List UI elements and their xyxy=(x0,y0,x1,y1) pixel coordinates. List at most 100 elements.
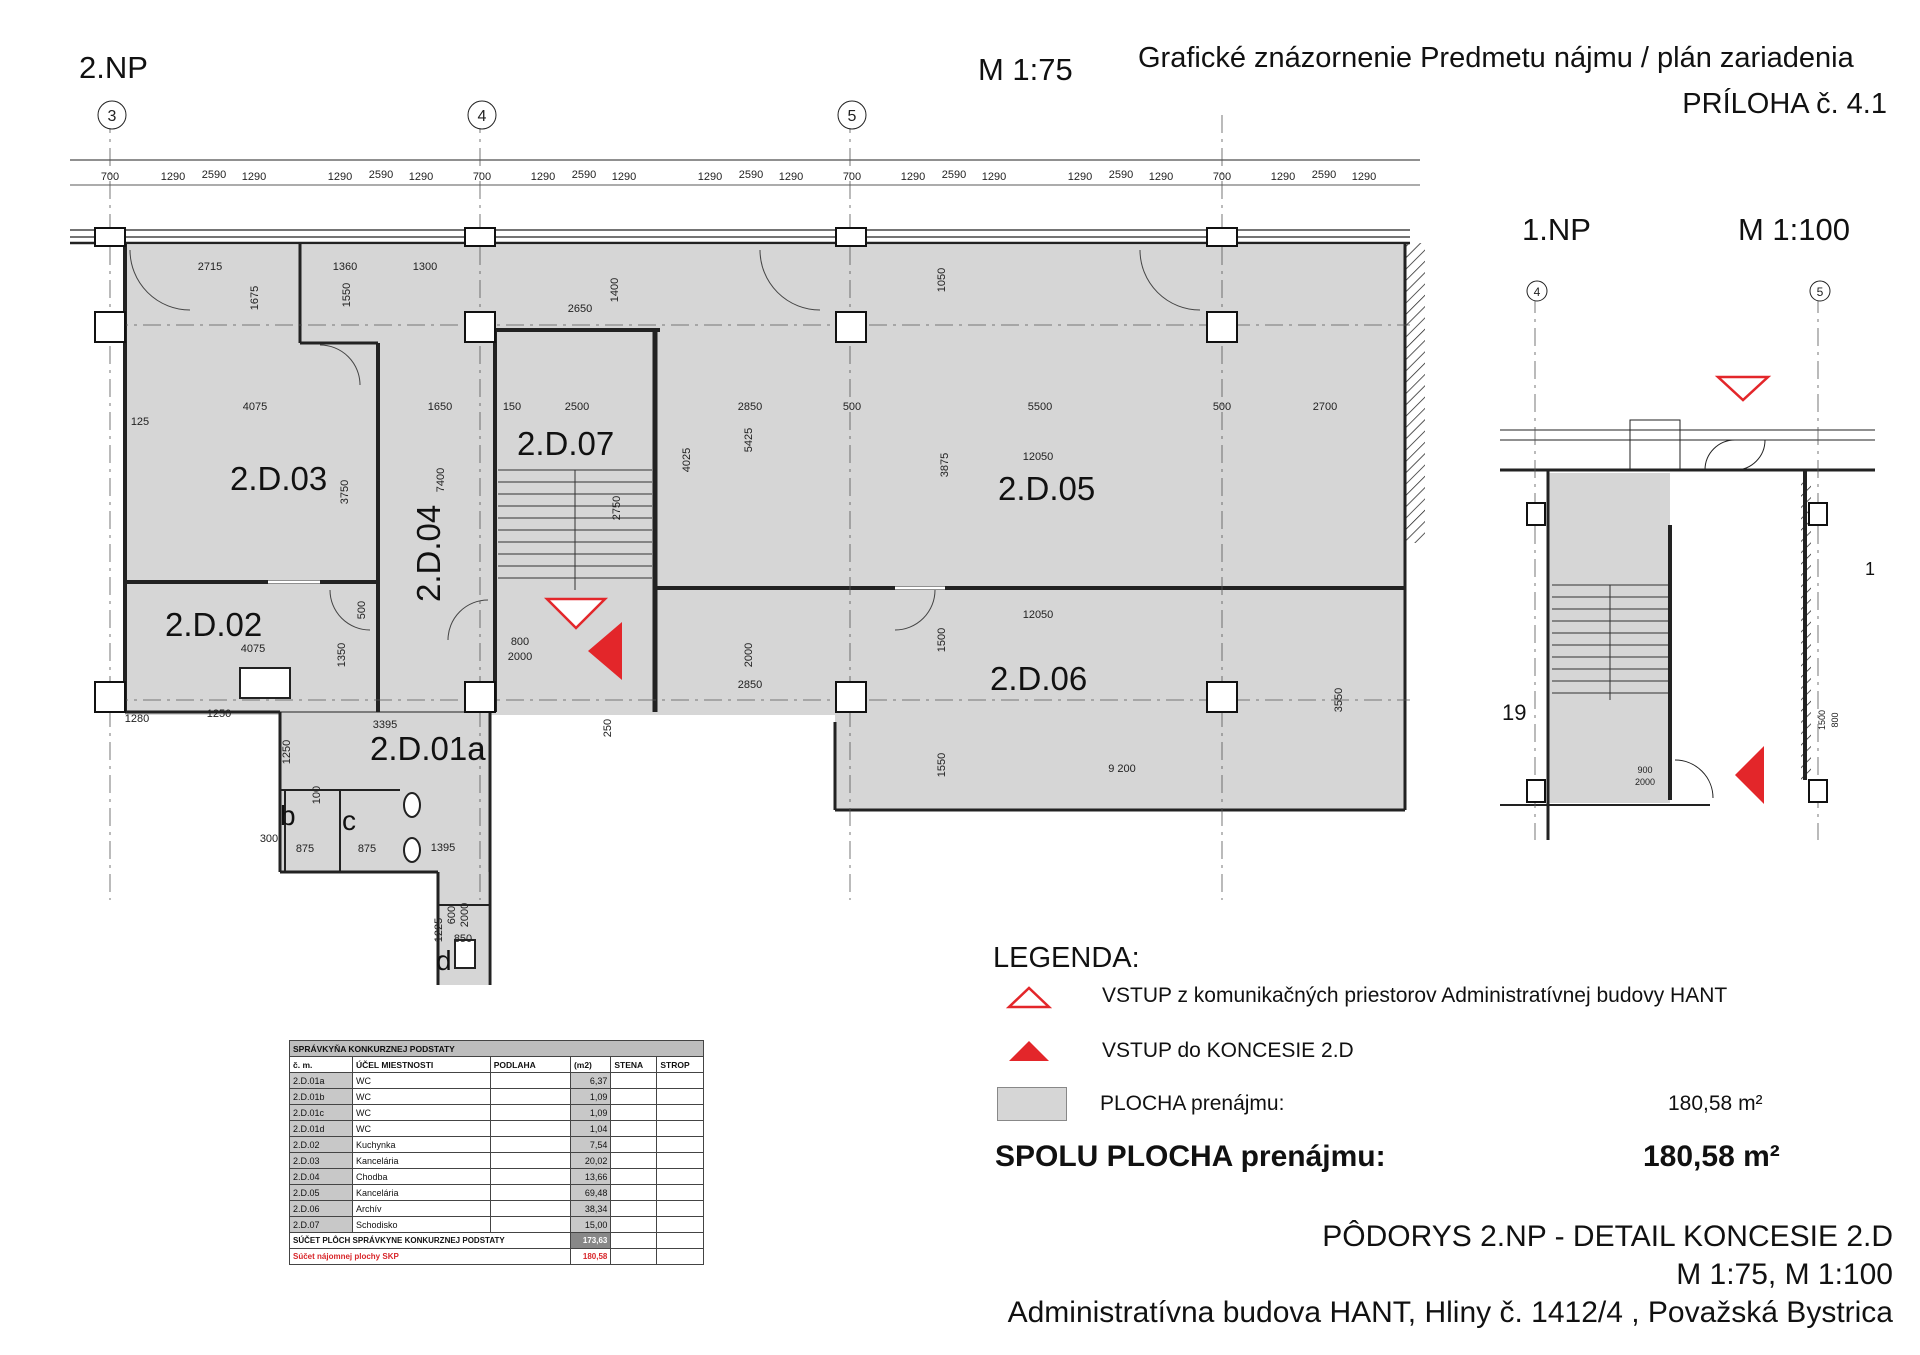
legend-area-swatch xyxy=(997,1087,1067,1121)
inset-grid-label-5: 5 xyxy=(1817,285,1824,299)
room-area-cell: 1,09 xyxy=(569,1088,612,1105)
dim-text: 1360 xyxy=(333,261,357,273)
dim-text: 12050 xyxy=(1023,451,1054,463)
dim-text: 1290 xyxy=(779,171,803,183)
grid-bubbles xyxy=(97,100,1831,302)
ceiling-cell xyxy=(656,1168,704,1185)
rent-label: Súčet nájomnej plochy SKP xyxy=(289,1248,571,1265)
dim-text: 900 xyxy=(1637,765,1652,775)
room-code-cell: 2.D.06 xyxy=(289,1200,353,1217)
grid-label-5: 5 xyxy=(848,108,857,125)
dim-text: 1395 xyxy=(431,842,455,854)
dim-text: 1290 xyxy=(409,171,433,183)
dim-text: 1250 xyxy=(207,708,231,720)
footer-address: Administratívna budova HANT, Hliny č. 14… xyxy=(1007,1296,1893,1329)
dim-text: 2000 xyxy=(508,651,532,663)
dim-text: 1500 xyxy=(1817,710,1827,730)
room-use-cell: WC xyxy=(351,1104,491,1121)
floor-cell xyxy=(489,1152,571,1169)
empty-cell xyxy=(656,1248,704,1265)
room-label-d: d xyxy=(436,945,452,976)
total-area-value: 180,58 m² xyxy=(1643,1140,1780,1173)
dim-text: 2850 xyxy=(738,401,762,413)
col-header: č. m. xyxy=(289,1056,353,1073)
room-code-cell: 2.D.01a xyxy=(289,1072,353,1089)
dim-text: 2590 xyxy=(1109,169,1133,181)
dim-text: 1290 xyxy=(161,171,185,183)
dim-text: 3875 xyxy=(939,453,951,477)
room-label-2d06: 2.D.06 xyxy=(990,660,1087,697)
wall-cell xyxy=(610,1088,658,1105)
room-label-2d05: 2.D.05 xyxy=(998,470,1095,507)
wall-cell xyxy=(610,1200,658,1217)
inset-scale-label: M 1:100 xyxy=(1738,212,1851,247)
room-use-cell: WC xyxy=(351,1120,491,1137)
entrance-markers xyxy=(543,375,1772,804)
schedule-rent-row: Súčet nájomnej plochy SKP 180,58 xyxy=(289,1248,704,1265)
dim-text: 1650 xyxy=(428,401,452,413)
dim-text: 2750 xyxy=(611,496,623,520)
room-area-cell: 1,04 xyxy=(569,1120,612,1137)
total-area-label: SPOLU PLOCHA prenájmu: xyxy=(995,1140,1386,1173)
dim-text: 5425 xyxy=(743,428,755,452)
dim-text: 2590 xyxy=(369,169,393,181)
grid-label-4: 4 xyxy=(478,108,487,125)
common-entrance-marker xyxy=(543,597,609,630)
inset-grid-label-4: 4 xyxy=(1534,285,1541,299)
ceiling-cell xyxy=(656,1152,704,1169)
legend-title: LEGENDA: xyxy=(993,942,1140,974)
dim-text: 1290 xyxy=(328,171,352,183)
dim-text: 850 xyxy=(454,933,472,945)
dim-text: 500 xyxy=(843,401,861,413)
dim-text: 1225 xyxy=(433,918,445,942)
concession-entrance-marker-inset xyxy=(1735,746,1764,804)
dim-text: 2700 xyxy=(1313,401,1337,413)
wall-cell xyxy=(610,1168,658,1185)
main-scale-label: M 1:75 xyxy=(978,52,1073,87)
room-label-2d04: 2.D.04 xyxy=(410,505,447,602)
dim-text: 1250 xyxy=(281,740,293,764)
dim-text: 700 xyxy=(101,171,119,183)
legend-common-entrance-icon xyxy=(1005,986,1053,1009)
inset-plan-1np xyxy=(1500,295,1875,840)
rent-value: 180,58 xyxy=(569,1248,612,1265)
dim-text: 700 xyxy=(1213,171,1231,183)
dim-text: 3750 xyxy=(339,480,351,504)
col-header: (m2) xyxy=(569,1056,612,1073)
dim-text: 100 xyxy=(311,786,323,804)
ceiling-cell xyxy=(656,1120,704,1137)
dim-text: 12050 xyxy=(1023,609,1054,621)
dim-text: 1350 xyxy=(336,643,348,667)
dim-text: 1290 xyxy=(612,171,636,183)
inset-floor-label: 1.NP xyxy=(1522,212,1591,247)
grid-bubble-3 xyxy=(97,100,127,130)
dim-text: 800 xyxy=(511,636,529,648)
empty-cell xyxy=(656,1232,704,1249)
dim-text: 250 xyxy=(602,719,614,737)
floor-cell xyxy=(489,1168,571,1185)
ceiling-cell xyxy=(656,1104,704,1121)
dim-text: 2650 xyxy=(568,303,592,315)
room-use-cell: Kuchynka xyxy=(351,1136,491,1153)
floor-cell xyxy=(489,1104,571,1121)
concession-entrance-marker xyxy=(588,622,622,680)
floor-cell xyxy=(489,1200,571,1217)
room-dimensions: 2715 1360 1300 2650 1400 1050 1675 1550 … xyxy=(125,261,1840,945)
wall-cell xyxy=(610,1136,658,1153)
room-area-cell: 38,34 xyxy=(569,1200,612,1217)
top-dimension-row: 700 1290 2590 1290 1290 2590 1290 700 12… xyxy=(101,169,1376,183)
grid-label-3: 3 xyxy=(108,108,117,125)
dim-text: 2590 xyxy=(572,169,596,181)
room-label-2d07: 2.D.07 xyxy=(517,425,614,462)
legend-item-common-entrance: VSTUP z komunikačných priestorov Adminis… xyxy=(1102,984,1728,1007)
dim-text: 500 xyxy=(1213,401,1231,413)
dim-text: 1290 xyxy=(1352,171,1376,183)
dim-text: 700 xyxy=(473,171,491,183)
room-use-cell: WC xyxy=(351,1072,491,1089)
grid-bubble-4 xyxy=(467,100,497,130)
dim-text: 1290 xyxy=(1149,171,1173,183)
